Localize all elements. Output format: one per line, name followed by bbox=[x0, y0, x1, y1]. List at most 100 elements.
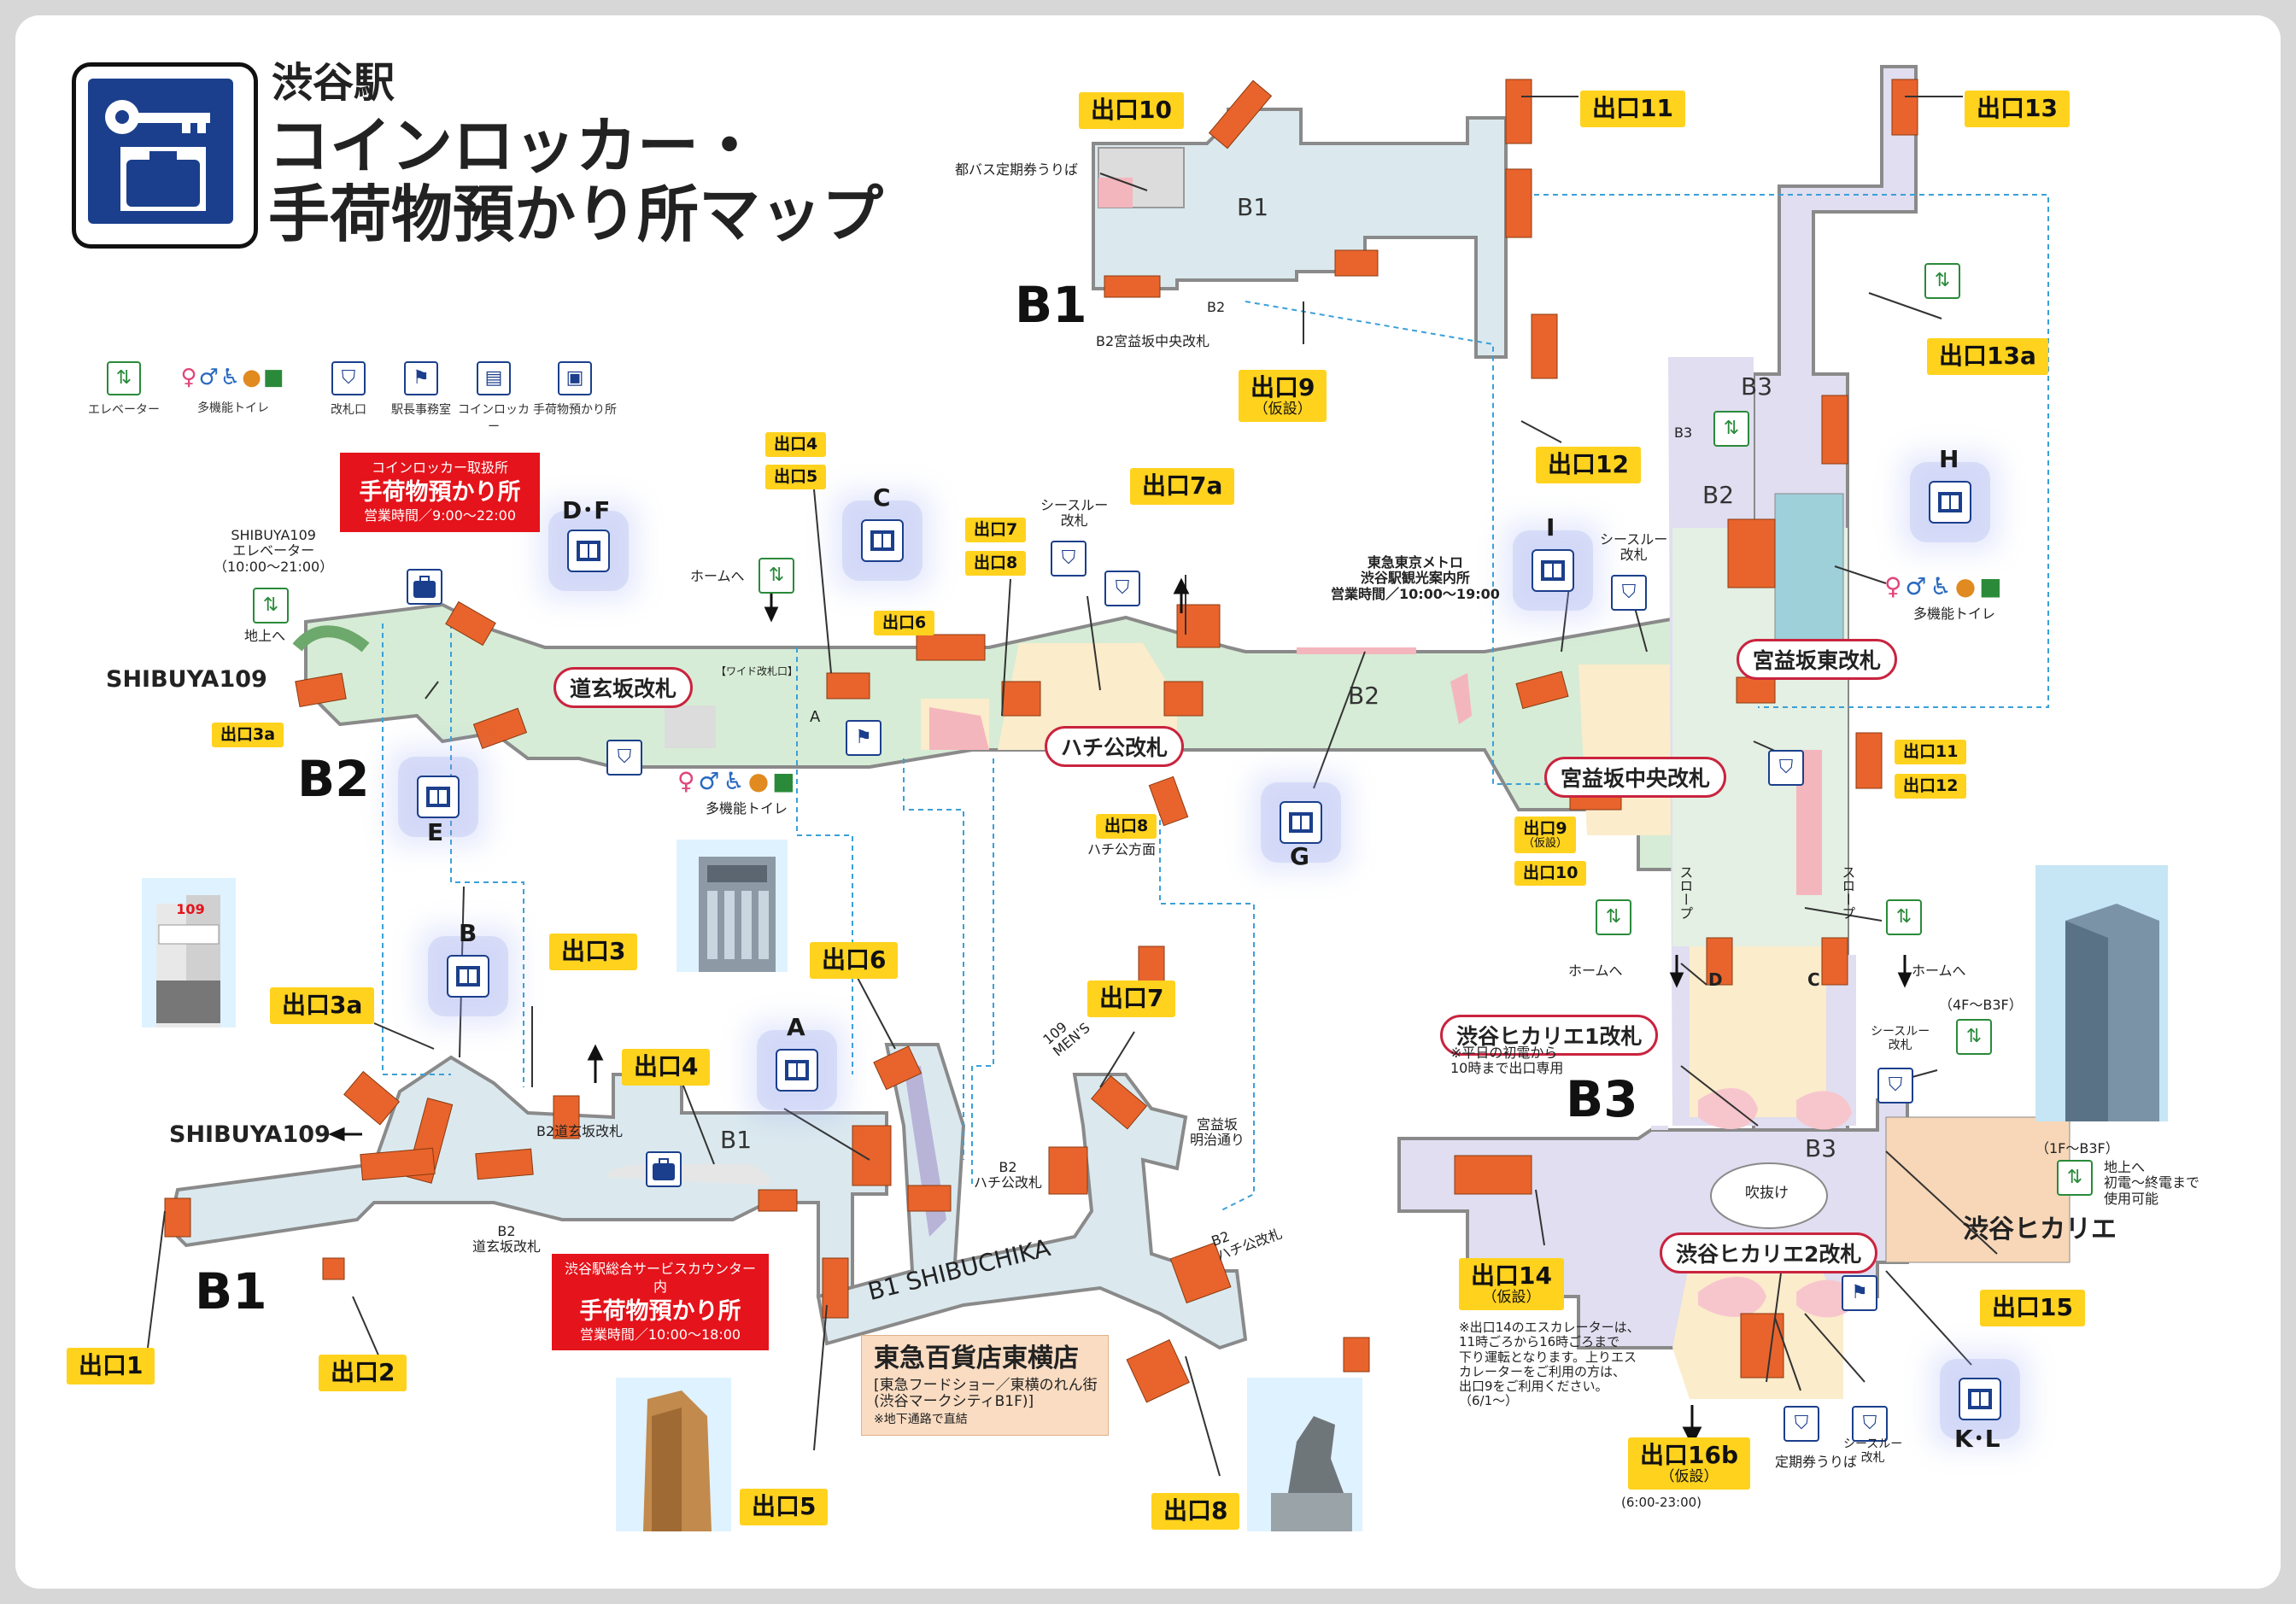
exit-16b[interactable]: 出口16b（仮設） bbox=[1628, 1437, 1751, 1490]
station-office-icon-hikarie[interactable]: ⚑ bbox=[1842, 1275, 1877, 1311]
shibuya109-building-icon: 109 bbox=[142, 878, 236, 1027]
gate-hikarie2[interactable]: 渋谷ヒカリエ2改札 bbox=[1660, 1232, 1878, 1273]
exit-6-small[interactable]: 出口6 bbox=[874, 611, 935, 635]
floor-b3-inner: B3 bbox=[1805, 1134, 1837, 1162]
elevator-icon-home[interactable]: ⇅ bbox=[758, 558, 794, 594]
exit-12-small[interactable]: 出口12 bbox=[1895, 774, 1967, 799]
ticket-gate-icon-seethru[interactable]: ⛉ bbox=[1051, 541, 1086, 577]
exit-7a[interactable]: 出口7a bbox=[1130, 468, 1235, 505]
gate-hachiko[interactable]: ハチ公改札 bbox=[1045, 726, 1185, 767]
exit-7[interactable]: 出口7 bbox=[1087, 981, 1176, 1017]
floor-b3-top: B3 bbox=[1741, 372, 1773, 401]
legend-elevator: ⇅ エレベーター bbox=[85, 361, 162, 418]
locker-point-kl: K･L bbox=[1954, 1425, 2000, 1453]
elevator-icon-hikarie-left[interactable]: ⇅ bbox=[1596, 899, 1631, 935]
toyoko-store[interactable]: 東急百貨店東横店 [東急フードショー／東横のれん街 (渋谷マークシティB1F)]… bbox=[861, 1335, 1109, 1436]
exit-12[interactable]: 出口12 bbox=[1536, 447, 1641, 483]
exit-15[interactable]: 出口15 bbox=[1980, 1290, 2085, 1326]
hikarie-elev-bottom: （1F～B3F） bbox=[2035, 1140, 2119, 1156]
locker-df-icon[interactable] bbox=[567, 530, 610, 572]
home-he-right1: ホームへ bbox=[1568, 963, 1623, 979]
exit-4[interactable]: 出口4 bbox=[622, 1049, 711, 1086]
exit-5[interactable]: 出口5 bbox=[740, 1489, 829, 1525]
elevator-icon-b3[interactable]: ⇅ bbox=[1713, 411, 1749, 447]
exit-13[interactable]: 出口13 bbox=[1965, 91, 2070, 127]
station-name: 渋谷駅 bbox=[272, 59, 395, 107]
legend-office: ⚑ 駅長事務室 bbox=[383, 361, 460, 418]
storage-top-line3: 営業時間／9:00～22:00 bbox=[363, 506, 517, 524]
locker-h-icon[interactable] bbox=[1929, 481, 1971, 524]
locker-i-icon[interactable] bbox=[1532, 549, 1574, 592]
floor-b1-bottom-inner: B1 bbox=[720, 1126, 753, 1154]
locker-b-icon[interactable] bbox=[447, 955, 489, 998]
locker-c-icon[interactable] bbox=[861, 519, 904, 562]
gate-hikarie1[interactable]: 渋谷ヒカリエ1改札 bbox=[1440, 1015, 1659, 1056]
exit-8-b2[interactable]: 出口8 bbox=[1096, 814, 1157, 839]
hachiko-statue-icon bbox=[1247, 1378, 1362, 1531]
ticket-gate-icon-central[interactable]: ⛉ bbox=[1768, 750, 1804, 786]
elevator-icon-13a[interactable]: ⇅ bbox=[1924, 263, 1960, 299]
elevator-icon-hikarie-1f[interactable]: ⇅ bbox=[2057, 1160, 2093, 1196]
exit-3[interactable]: 出口3 bbox=[549, 934, 638, 970]
exit-14-label: 出口14 bbox=[1471, 1262, 1552, 1290]
exit-11[interactable]: 出口11 bbox=[1580, 91, 1685, 127]
locker-g-icon[interactable] bbox=[1280, 801, 1322, 844]
locker-a-icon[interactable] bbox=[776, 1049, 818, 1092]
baggage-storage-icon[interactable] bbox=[407, 569, 442, 605]
exit-11-small[interactable]: 出口11 bbox=[1895, 740, 1967, 764]
multipurpose-toilet-icon-b2: ♀♂♿●■ bbox=[677, 767, 799, 795]
ticket-gate-icon-seethru2[interactable]: ⛉ bbox=[1611, 575, 1647, 611]
ticket-gate-icon-hikarie1[interactable]: ⛉ bbox=[1877, 1068, 1913, 1103]
exit-5-small[interactable]: 出口5 bbox=[765, 465, 827, 489]
floor-b2-inner: B2 bbox=[1348, 682, 1380, 710]
exit-3a[interactable]: 出口3a bbox=[270, 987, 375, 1024]
slope-label-left: スロープ bbox=[1677, 865, 1694, 920]
miyamasu-meiji: 宮益坂 明治通り bbox=[1190, 1116, 1245, 1149]
toyoko-sub2: (渋谷マークシティB1F)] bbox=[874, 1393, 1034, 1411]
gate-dogenzaka[interactable]: 道玄坂改札 bbox=[554, 667, 694, 708]
b2-hachiko: B2 ハチ公改札 bbox=[974, 1159, 1043, 1191]
toyoko-note: ※地下通路で直結 bbox=[874, 1412, 968, 1426]
fukinuke-label: 吹抜け bbox=[1745, 1185, 1789, 1202]
elevator-icon-hikarie-right[interactable]: ⇅ bbox=[1886, 899, 1922, 935]
exit-8[interactable]: 出口8 bbox=[1151, 1493, 1240, 1530]
exit-3a-small[interactable]: 出口3a bbox=[212, 723, 284, 747]
toyoko-name: 東急百貨店東横店 bbox=[874, 1343, 1079, 1373]
ticket-gate-icon-teiki[interactable]: ⛉ bbox=[1784, 1406, 1819, 1442]
gate-miyamasuzaka-east[interactable]: 宮益坂東改札 bbox=[1737, 639, 1898, 680]
locker-e-icon[interactable] bbox=[417, 776, 460, 818]
gate-miyamasuzaka-central[interactable]: 宮益坂中央改札 bbox=[1544, 757, 1727, 798]
baggage-storage-top[interactable]: コインロッカー取扱所 手荷物預かり所 営業時間／9:00～22:00 bbox=[340, 453, 540, 532]
locker-kl-icon[interactable] bbox=[1959, 1378, 2001, 1420]
gate-d-label: D bbox=[1708, 969, 1723, 990]
shibuchika-corridor bbox=[816, 1043, 1248, 1350]
ticket-gate-icon-dogenzaka[interactable]: ⛉ bbox=[606, 740, 642, 776]
baggage-storage-icon-b1[interactable] bbox=[646, 1151, 682, 1187]
map-card: 109 渋谷駅 コインロッカー・ 手荷物預かり所マップ ⇅ エレベ bbox=[15, 15, 2281, 1589]
exit-9-small-sub: （仮設） bbox=[1523, 836, 1568, 850]
legend-gate: ⛉ 改札口 bbox=[319, 361, 378, 418]
elevator-icon-hikarie-4f[interactable]: ⇅ bbox=[1956, 1019, 1992, 1055]
exit-10-small[interactable]: 出口10 bbox=[1514, 861, 1587, 886]
mark-city-building-icon bbox=[616, 1378, 731, 1531]
elevator-icon-109[interactable]: ⇅ bbox=[253, 588, 289, 623]
exit-14[interactable]: 出口14（仮設） bbox=[1459, 1258, 1564, 1311]
hikarie-elev-top: （4F～B3F） bbox=[1939, 997, 2023, 1013]
exit-1[interactable]: 出口1 bbox=[67, 1348, 155, 1384]
coin-locker-icon: ▤ bbox=[477, 361, 511, 395]
station-office-icon-dogen[interactable]: ⚑ bbox=[846, 720, 882, 756]
exit-13a[interactable]: 出口13a bbox=[1927, 338, 2048, 375]
exit-16b-label: 出口16b bbox=[1640, 1441, 1739, 1469]
exit-9-small[interactable]: 出口9（仮設） bbox=[1514, 817, 1577, 854]
exit-2[interactable]: 出口2 bbox=[319, 1355, 407, 1391]
ticket-gate-icon-hachiko[interactable]: ⛉ bbox=[1104, 571, 1140, 606]
ticket-gate-icon-hikarie2[interactable]: ⛉ bbox=[1852, 1406, 1888, 1442]
exit-4-small[interactable]: 出口4 bbox=[765, 432, 827, 457]
legend-toilet: ♀♂♿●■ 多機能トイレ bbox=[165, 361, 302, 416]
exit-10[interactable]: 出口10 bbox=[1079, 92, 1184, 129]
exit-6[interactable]: 出口6 bbox=[810, 942, 899, 979]
baggage-storage-bottom[interactable]: 渋谷駅総合サービスカウンター内 手荷物預かり所 営業時間／10:00～18:00 bbox=[552, 1254, 769, 1351]
exit-7-small[interactable]: 出口7 bbox=[965, 518, 1027, 542]
exit-9[interactable]: 出口9（仮設） bbox=[1239, 370, 1327, 423]
exit-8-small[interactable]: 出口8 bbox=[965, 551, 1027, 576]
